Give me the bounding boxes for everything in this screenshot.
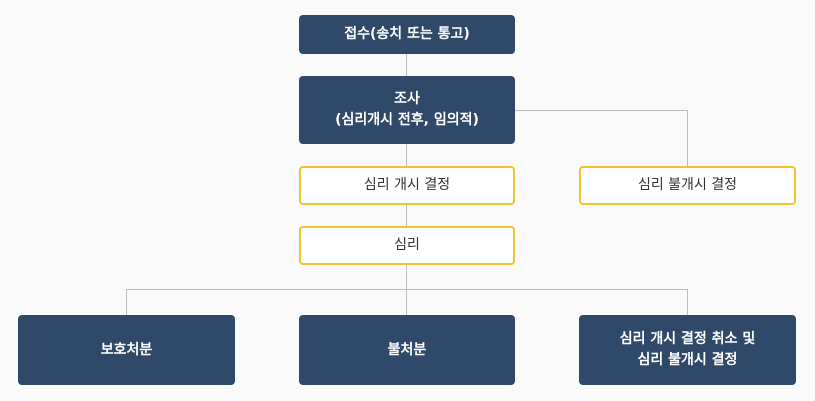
connector-to-cancel: [687, 289, 688, 315]
connector-outcomes-horizontal: [126, 289, 688, 290]
investigation-label: 조사: [394, 91, 420, 107]
receipt-label: 접수(송치 또는 통고): [344, 26, 470, 42]
connector-receipt-investigation: [406, 54, 407, 76]
no-disposition-box: 불처분: [299, 315, 515, 385]
connector-branch-not-commence: [687, 110, 688, 166]
connector-commence-hearing: [406, 204, 407, 226]
receipt-box: 접수(송치 또는 통고): [299, 15, 515, 54]
hearing-commence-box: 심리 개시 결정: [299, 166, 515, 205]
cancel-label-line1: 심리 개시 결정 취소 및: [619, 331, 756, 347]
cancel-box: 심리 개시 결정 취소 및 심리 불개시 결정: [579, 315, 796, 385]
hearing-label: 심리: [394, 237, 420, 253]
investigation-sublabel: (심리개시 전후, 임의적): [335, 112, 479, 128]
protective-disposition-label: 보호처분: [100, 341, 153, 358]
connector-investigation-commence: [406, 144, 407, 166]
hearing-box: 심리: [299, 226, 515, 265]
hearing-commence-label: 심리 개시 결정: [363, 177, 451, 193]
hearing-not-commence-label: 심리 불개시 결정: [637, 177, 738, 193]
connector-to-protective: [126, 289, 127, 315]
hearing-not-commence-box: 심리 불개시 결정: [579, 166, 796, 205]
cancel-label-line2: 심리 불개시 결정: [637, 352, 738, 368]
investigation-box: 조사 (심리개시 전후, 임의적): [299, 76, 515, 144]
connector-investigation-branch-horizontal: [514, 110, 688, 111]
no-disposition-label: 불처분: [387, 341, 427, 358]
protective-disposition-box: 보호처분: [18, 315, 235, 385]
